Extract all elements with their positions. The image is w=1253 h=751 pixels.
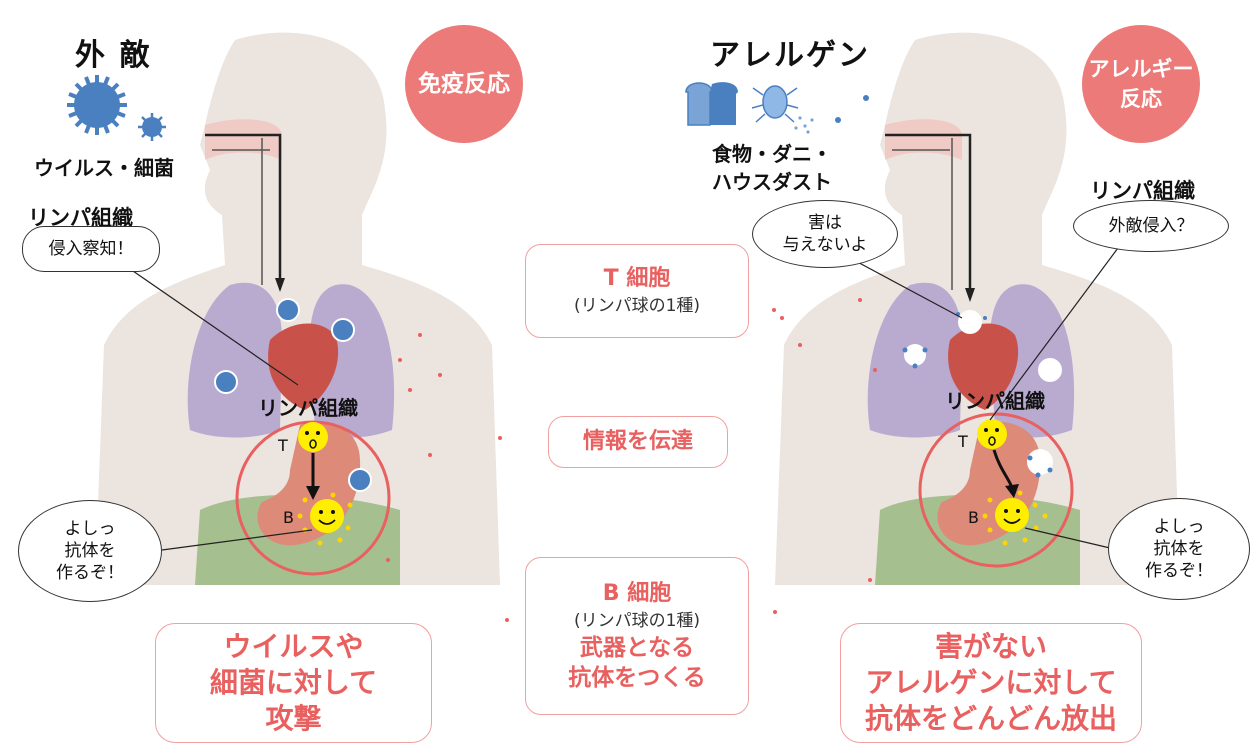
badge-line: アレルギー bbox=[1088, 57, 1194, 81]
center-decor-dots bbox=[498, 308, 784, 622]
bubble-line: よしっ bbox=[1153, 517, 1205, 537]
right-bubble-antibody: よしっ 抗体を 作るぞ！ bbox=[1108, 498, 1250, 600]
bubble-line: 作るぞ！ bbox=[1145, 561, 1213, 581]
left-bubble-detect: 侵入察知！ bbox=[22, 226, 160, 272]
left-b-letter: B bbox=[283, 508, 294, 527]
result-line: 抗体をどんどん放出 bbox=[864, 702, 1117, 735]
allergen-line: 食物・ダニ・ bbox=[712, 142, 832, 166]
b-cell-desc: 抗体をつくる bbox=[568, 665, 706, 691]
bubble-text: 外敵侵入？ bbox=[1108, 216, 1194, 236]
right-result-box: 害がない アレルゲンに対して 抗体をどんどん放出 bbox=[840, 623, 1142, 743]
t-cell-box: T 細胞 (リンパ球の1種) bbox=[525, 244, 749, 338]
bubble-line: 与えないよ bbox=[782, 235, 868, 255]
t-cell-title: T 細胞 bbox=[603, 266, 671, 291]
result-line: ウイルスや bbox=[223, 630, 364, 663]
right-title: アレルゲン bbox=[710, 38, 870, 73]
bubble-line: 抗体を bbox=[64, 541, 116, 561]
result-line: 攻撃 bbox=[265, 702, 322, 735]
info-box: 情報を伝達 bbox=[548, 416, 728, 468]
result-line: 細菌に対して bbox=[209, 666, 378, 699]
left-enemy-virus-icons bbox=[67, 75, 166, 141]
right-lymph-label: リンパ組織 bbox=[1090, 179, 1195, 203]
bubble-line: 抗体を bbox=[1153, 539, 1205, 559]
left-bubble-antibody: よしっ 抗体を 作るぞ！ bbox=[18, 500, 162, 602]
left-body-figure bbox=[95, 32, 500, 585]
allergen-line: ハウスダスト bbox=[712, 170, 832, 194]
allergen-icons bbox=[685, 82, 869, 134]
badge-text: 免疫反応 bbox=[418, 71, 510, 97]
right-allergen-label: 食物・ダニ・ ハウスダスト bbox=[712, 140, 832, 196]
bubble-line: 作るぞ！ bbox=[56, 563, 124, 583]
bubble-line: 害は bbox=[807, 213, 842, 233]
result-line: アレルゲンに対して bbox=[865, 666, 1117, 699]
info-text: 情報を伝達 bbox=[582, 429, 693, 454]
bubble-line: よしっ bbox=[64, 519, 116, 539]
left-organ-label: リンパ組織 bbox=[258, 396, 358, 420]
result-line: 害がない bbox=[934, 630, 1047, 663]
b-cell-box: B 細胞 (リンパ球の1種) 武器となる 抗体をつくる bbox=[525, 557, 749, 715]
left-reaction-badge: 免疫反応 bbox=[405, 25, 523, 143]
bubble-text: 侵入察知！ bbox=[48, 239, 134, 259]
right-reaction-badge: アレルギー 反応 bbox=[1082, 25, 1200, 143]
right-t-letter: T bbox=[958, 432, 968, 451]
left-result-box: ウイルスや 細菌に対して 攻撃 bbox=[155, 623, 432, 743]
right-bubble-invade: 外敵侵入？ bbox=[1073, 200, 1229, 252]
t-cell-sub: (リンパ球の1種) bbox=[573, 296, 701, 316]
b-cell-title: B 細胞 bbox=[602, 581, 672, 606]
left-title: 外 敵 bbox=[75, 38, 152, 73]
right-organ-label: リンパ組織 bbox=[945, 389, 1045, 413]
right-b-letter: B bbox=[968, 508, 979, 527]
b-cell-sub: (リンパ球の1種) bbox=[573, 611, 701, 631]
left-enemy-label: ウイルス・細菌 bbox=[34, 156, 174, 180]
badge-line: 反応 bbox=[1120, 87, 1162, 111]
b-cell-desc: 武器となる bbox=[579, 635, 695, 661]
right-bubble-harmless: 害は 与えないよ bbox=[752, 200, 898, 268]
right-body-figure bbox=[775, 32, 1180, 585]
left-t-letter: T bbox=[278, 436, 288, 455]
